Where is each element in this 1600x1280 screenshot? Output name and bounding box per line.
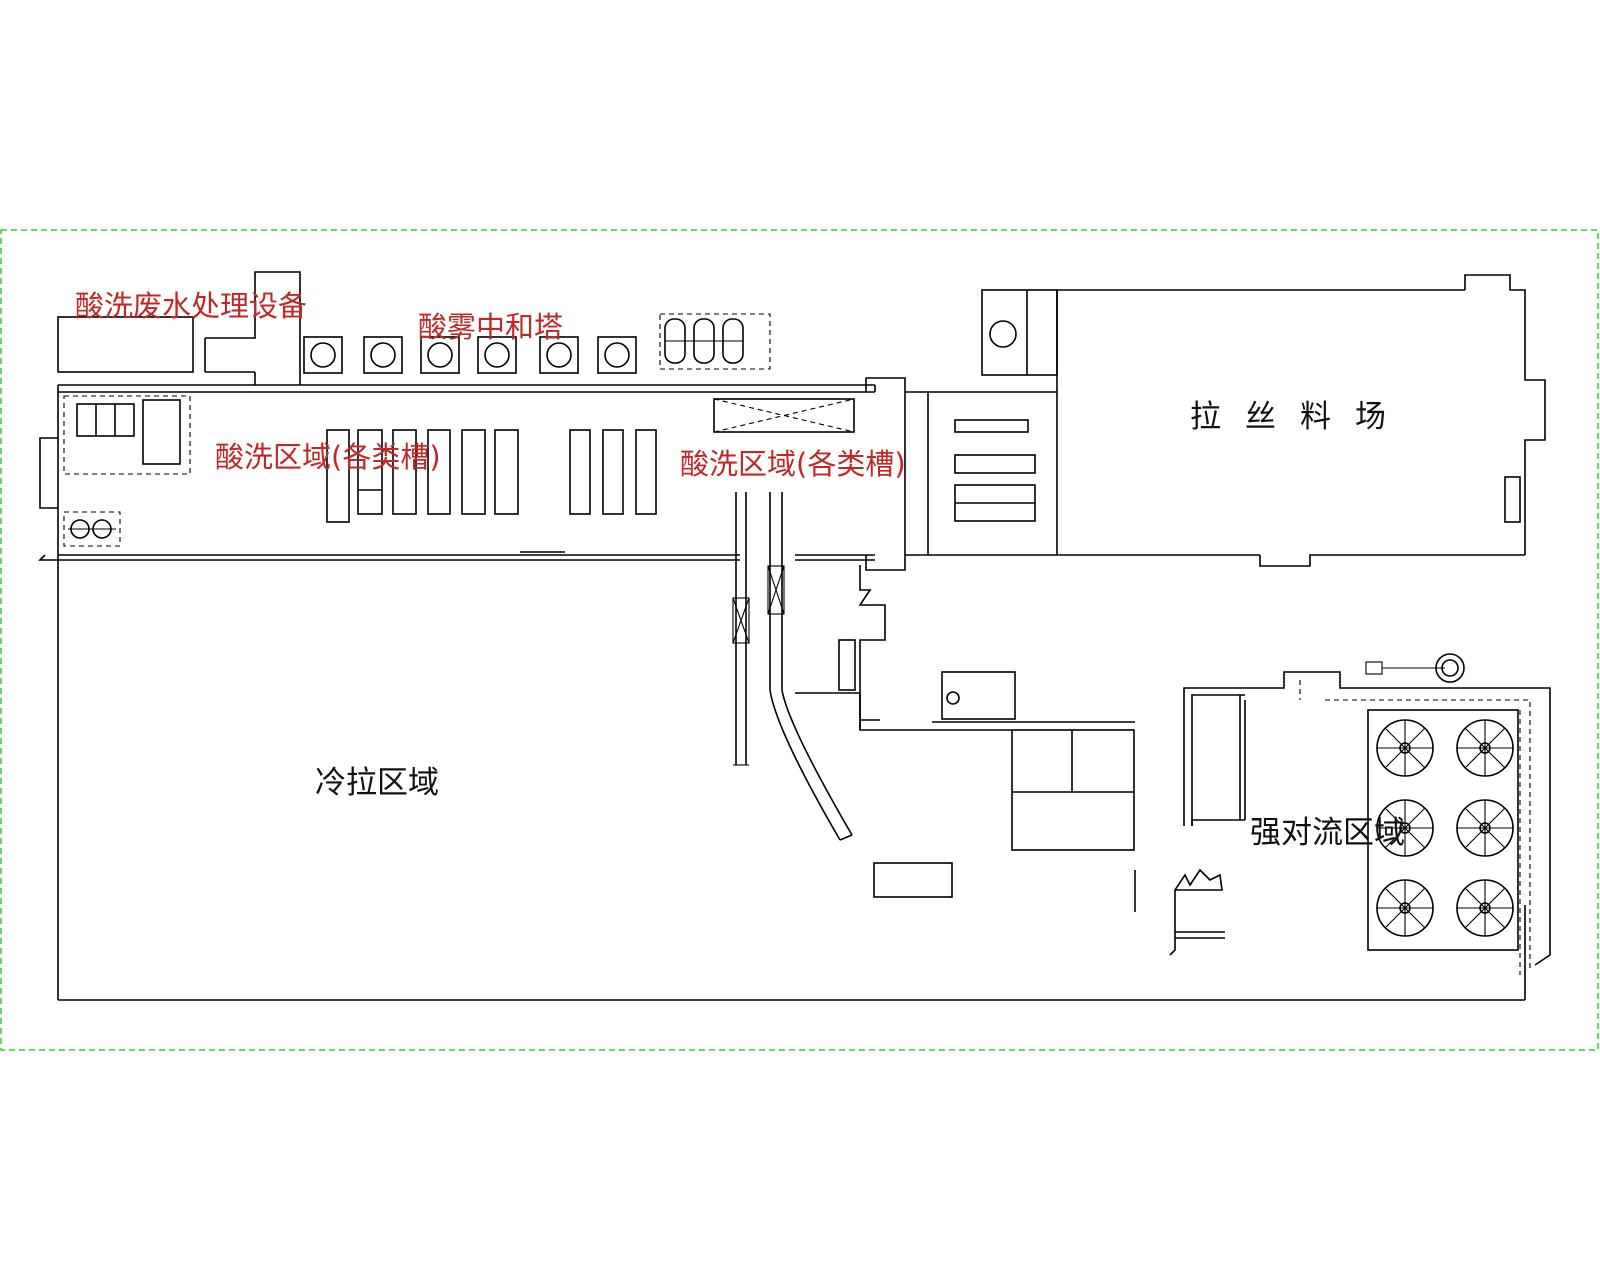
central-rooms	[795, 565, 1225, 956]
convection-building	[1183, 653, 1551, 975]
pickling-hall	[38, 384, 875, 561]
label-acid-mist-tower: 酸雾中和塔	[418, 310, 564, 344]
pipelines	[732, 492, 853, 841]
connector-structure	[865, 377, 1057, 571]
label-pickling-area-1: 酸洗区域(各类槽)	[215, 440, 441, 474]
site-boundary	[0, 229, 1599, 1051]
acid-mist-towers	[303, 313, 771, 374]
label-cold-drawing-area: 冷拉区域	[315, 765, 439, 801]
wastewater-equipment	[57, 271, 301, 385]
label-pickling-area-2: 酸洗区域(各类槽)	[680, 447, 906, 481]
cold-drawing-hall	[57, 560, 1526, 1001]
label-wire-material-yard: 拉丝料场	[1190, 399, 1410, 435]
convection-fans	[1376, 719, 1514, 937]
label-wastewater-equipment: 酸洗废水处理设备	[75, 289, 308, 323]
label-strong-convection-area: 强对流区域	[1250, 815, 1405, 851]
wire-material-yard-building	[981, 274, 1546, 567]
